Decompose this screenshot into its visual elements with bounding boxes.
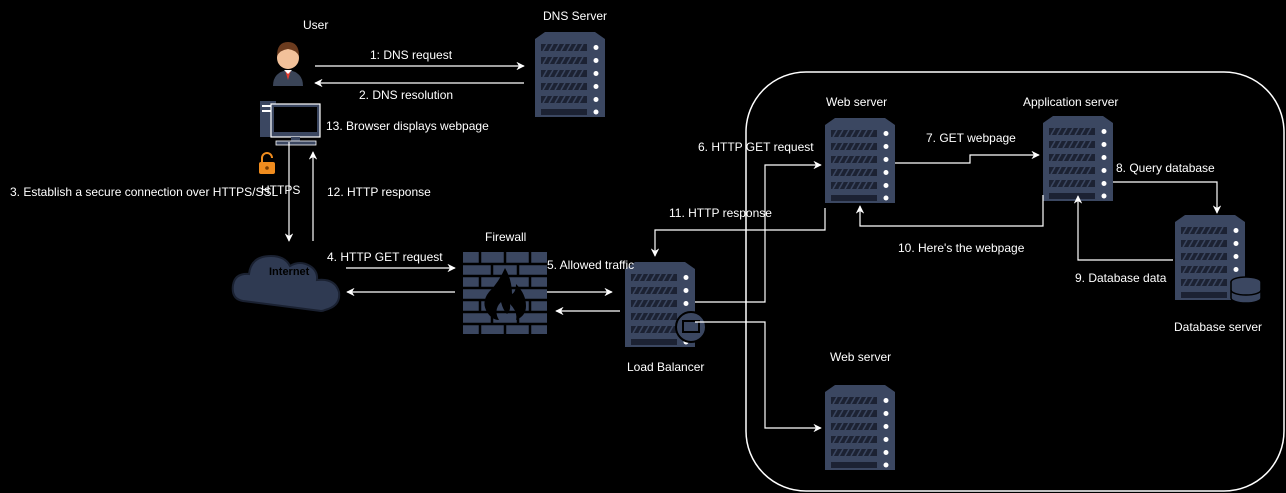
edge-label-6: 6. HTTP GET request (698, 140, 814, 154)
desktop-computer-icon (260, 101, 321, 146)
edge-http-get-6 (695, 160, 822, 303)
edge-label-8: 8. Query database (1116, 161, 1215, 175)
web-server-2-label: Web server (830, 350, 892, 364)
server-cluster-boundary (745, 71, 1285, 492)
dns-server-label: DNS Server (543, 9, 608, 23)
edge-label-13: 13. Browser displays webpage (326, 119, 489, 133)
user-label: User (303, 18, 329, 32)
web-server-2-icon (824, 384, 896, 471)
load-balancer-badge-icon (675, 311, 707, 343)
edge-label-3: 3. Establish a secure connection over HT… (10, 185, 279, 199)
edge-query-database (1113, 181, 1222, 214)
internet-label: Internet (269, 266, 310, 278)
edge-lb-to-web2 (695, 321, 822, 433)
edge-label-1: 1: DNS request (370, 48, 453, 62)
app-server-label: Application server (1023, 95, 1119, 109)
db-server-label: Database server (1174, 320, 1263, 334)
user-icon (273, 42, 303, 86)
firewall-icon (463, 252, 547, 334)
database-icon (1230, 276, 1262, 304)
cloud-icon (231, 254, 341, 313)
dns-server-icon (534, 31, 606, 118)
https-label: HTTPS (261, 183, 301, 197)
edge-heres-webpage (855, 195, 1044, 227)
edge-label-12: 12. HTTP response (327, 185, 431, 199)
web-server-1-icon (824, 117, 896, 204)
web-server-1-label: Web server (826, 95, 888, 109)
edge-label-11: 11. HTTP response (669, 206, 772, 220)
edge-get-webpage (895, 150, 1040, 164)
firewall-label: Firewall (485, 230, 527, 244)
lock-icon (259, 152, 275, 174)
edge-http-response-11 (650, 208, 826, 257)
edge-label-9: 9. Database data (1075, 271, 1167, 285)
edge-database-data (1073, 195, 1173, 261)
app-server-icon (1042, 115, 1114, 202)
edge-label-2: 2. DNS resolution (359, 88, 454, 102)
load-balancer-label: Load Balancer (627, 360, 705, 374)
edge-label-4: 4. HTTP GET request (327, 250, 443, 264)
edge-label-10: 10. Here's the webpage (898, 241, 1025, 255)
edge-label-5: 5. Allowed traffic (547, 258, 635, 272)
edge-label-7: 7. GET webpage (926, 131, 1016, 145)
